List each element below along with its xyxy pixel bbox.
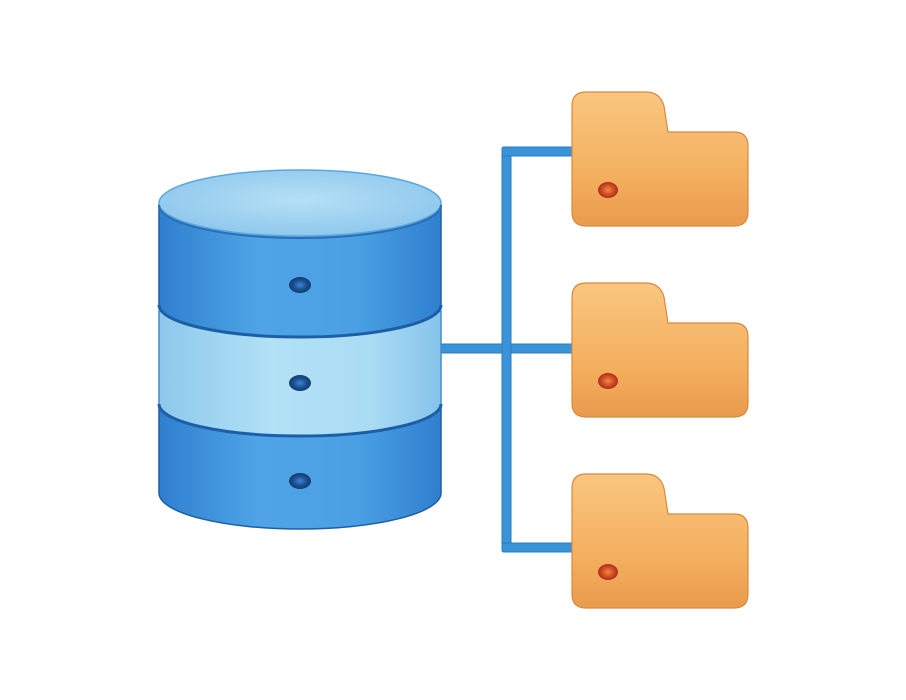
connector-branch-top [501,146,575,157]
folder-icon-bottom [571,473,749,609]
database-indicator-middle [289,375,311,391]
database-indicator-bottom [289,473,311,489]
database-indicator-top [289,277,311,293]
folder-indicator [598,373,618,389]
folder-shape [571,282,749,418]
folder-indicator [598,564,618,580]
folder-shape [571,91,749,227]
connector-lines [439,146,575,553]
folder-icon-middle [571,282,749,418]
database-divider-upper [157,304,443,339]
folder-icon-top [571,91,749,227]
connector-spine [501,146,512,553]
folder-indicator [598,182,618,198]
connector-branch-bottom [501,542,575,553]
database-segment-bottom [158,406,442,530]
folder-shape [571,473,749,609]
database-icon [157,169,443,530]
database-top-cap [158,169,442,237]
database-divider-lower [157,403,443,438]
database-top-rim [158,204,442,239]
